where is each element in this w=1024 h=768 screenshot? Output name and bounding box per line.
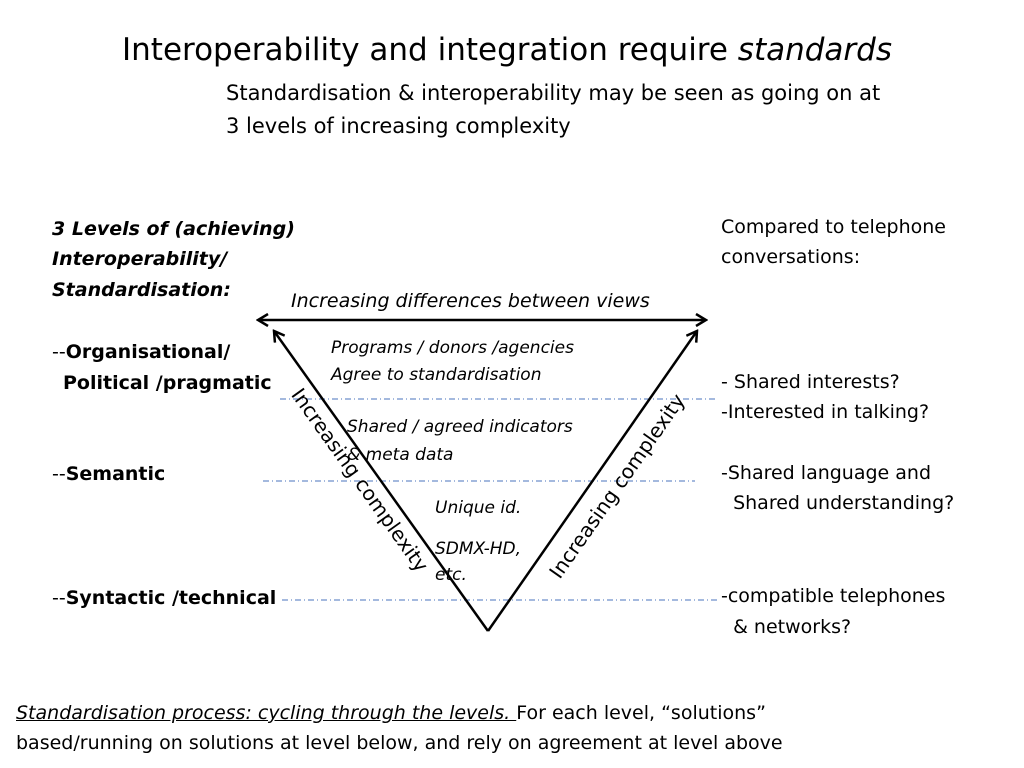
- level-sem-label: Semantic: [65, 463, 166, 485]
- sem-text-2: & meta data: [347, 445, 454, 465]
- tel-heading-1: Compared to telephone: [721, 216, 946, 238]
- level-organisational-line-2: Political /pragmatic: [63, 369, 272, 397]
- bottom-line-2: based/running on solutions at level belo…: [16, 732, 783, 754]
- bottom-underlined: Standardisation process: cycling through…: [16, 702, 517, 724]
- level-prefix: --: [52, 587, 66, 609]
- level-org-line-2: Political /pragmatic: [63, 372, 272, 394]
- left-heading-2: Interoperability/: [52, 248, 228, 270]
- level-prefix: --: [52, 463, 66, 485]
- subtitle-line-1: Standardisation & interoperability may b…: [226, 81, 881, 105]
- tel-sem-1: -Shared language and: [721, 462, 932, 484]
- syn-text-3: etc.: [435, 565, 467, 585]
- left-heading-1: 3 Levels of (achieving): [52, 218, 295, 240]
- syn-text-2: SDMX-HD,: [435, 539, 522, 559]
- bottom-line-1: Standardisation process: cycling through…: [16, 700, 766, 726]
- left-side-arrow: [274, 331, 490, 632]
- tel-syn-2: & networks?: [721, 616, 852, 638]
- level-syntactic: --Syntactic /technical: [52, 584, 276, 612]
- level-semantic: --Semantic: [52, 460, 165, 488]
- level-syn-label: Syntactic /technical: [65, 587, 277, 609]
- title-emphasis: standards: [737, 32, 892, 68]
- org-text-2: Agree to standardisation: [331, 365, 542, 385]
- tel-sem-2: Shared understanding?: [721, 492, 955, 514]
- right-side-arrow: [486, 331, 697, 632]
- bottom-rest: For each level, “solutions”: [516, 702, 766, 724]
- page-title: Interoperability and integration require…: [122, 30, 892, 70]
- sem-text-1: Shared / agreed indicators: [347, 417, 573, 437]
- level-org-line-1: Organisational/: [65, 341, 231, 363]
- tel-org-1: - Shared interests?: [721, 371, 900, 393]
- top-arrow-label: Increasing differences between views: [291, 290, 650, 312]
- org-text-1: Programs / donors /agencies: [331, 338, 574, 358]
- tel-org-2: -Interested in talking?: [721, 401, 930, 423]
- subtitle-line-2: 3 levels of increasing complexity: [226, 114, 571, 138]
- title-main: Interoperability and integration require: [122, 32, 738, 68]
- syn-text-1: Unique id.: [435, 498, 522, 518]
- left-heading-3: Standardisation:: [52, 279, 231, 301]
- tel-syn-1: -compatible telephones: [721, 585, 946, 607]
- level-organisational: --Organisational/: [52, 338, 230, 366]
- level-prefix: --: [52, 341, 66, 363]
- tel-heading-2: conversations:: [721, 246, 861, 268]
